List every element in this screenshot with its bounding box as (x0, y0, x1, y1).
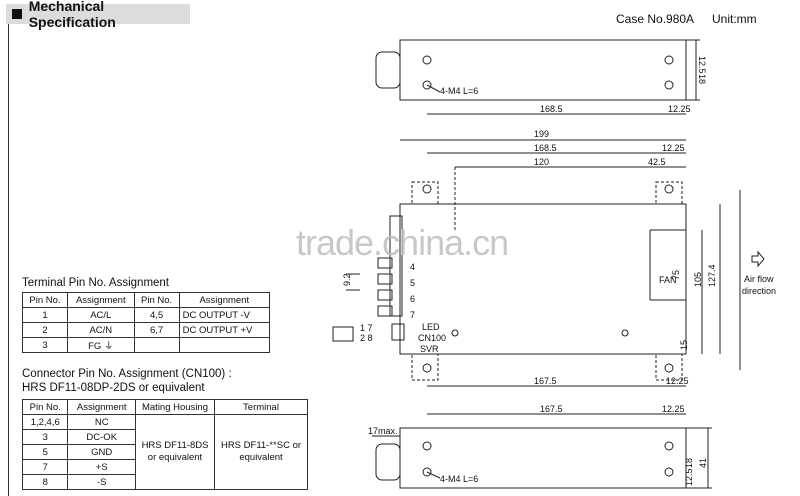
conn-pins-top: 1 7 (360, 323, 373, 333)
connector-title-1: Connector Pin No. Assignment (CN100) : (22, 368, 232, 380)
case-number: Case No.980A (616, 12, 695, 26)
terminal-block (389, 215, 403, 317)
dim-h15: 15 (679, 340, 689, 350)
watermark: trade.china.cn (296, 222, 509, 263)
top-screw-label: 4-M4 L=6 (440, 86, 478, 96)
top-view-fan-bump (375, 51, 401, 89)
table-row: 3 FG ⏚ (22, 337, 271, 353)
top-dim-offset: 12.25 (668, 104, 691, 114)
dim-h75: 75 (671, 270, 681, 280)
top-dim-h2: 18 (697, 74, 707, 84)
airflow-label-1: Air flow (744, 274, 774, 284)
main-view-body (399, 203, 687, 355)
screw-hole-icon (664, 80, 674, 90)
top-dim-width: 168.5 (540, 104, 563, 114)
dim-bottom: 167.5 (534, 376, 557, 386)
top-dim-h1: 12.5 (697, 56, 707, 74)
screw-hole-icon (422, 55, 432, 65)
dim-right: 42.5 (648, 157, 666, 167)
pin-label: 5 (410, 278, 415, 288)
cn100-label: CN100 (418, 333, 446, 343)
svr-label: SVR (420, 344, 439, 354)
dim-h127: 127.4 (707, 264, 717, 287)
fan-label: FAN (659, 275, 677, 285)
dim-inner: 120 (534, 157, 549, 167)
cell: 3 (22, 337, 68, 353)
table-row: 1 AC/L 4,5 DC OUTPUT -V (22, 307, 271, 323)
dim-bottom-edge: 12.25 (666, 376, 689, 386)
cell: -S (67, 474, 136, 490)
bottom-view (372, 413, 712, 489)
dim-edge: 12.25 (662, 143, 685, 153)
pin-label: 6 (410, 294, 415, 304)
screw-hole-icon (664, 55, 674, 65)
pin-label: 4 (410, 262, 415, 272)
dim-total: 199 (534, 129, 549, 139)
unit-label: Unit:mm (712, 12, 757, 26)
table-row: 3 DC-OK (21, 429, 308, 445)
housing-cell: HRS DF11-8DS or equivalent (135, 414, 215, 490)
bottom-dim-edge: 12.25 (662, 404, 685, 414)
cell (178, 337, 271, 353)
section-title: Mechanical Specification (28, 0, 116, 30)
arrow-right-icon (751, 250, 765, 268)
bottom-dim-width: 167.5 (540, 404, 563, 414)
table-row: 1,2,4,6 NC HRS DF11-8DS or equivalent HR… (21, 414, 308, 490)
conn-pins-bot: 2 8 (360, 333, 373, 343)
terminal-table-title: Terminal Pin No. Assignment (22, 277, 170, 289)
main-view (332, 139, 765, 387)
connector-table: Pin No. Assignment Mating Housing Termin… (21, 399, 308, 490)
dim-h105: 105 (693, 272, 703, 287)
th-terminal: Terminal (214, 399, 308, 415)
dim-holes: 168.5 (534, 143, 557, 153)
bottom-dim-h2: 18 (684, 458, 694, 468)
square-bullet-icon (12, 9, 22, 19)
bottom-dim-h3: 41 (698, 458, 708, 468)
left-border-line (8, 24, 9, 496)
terminal-cell: HRS DF11-**SC or equivalent (214, 414, 308, 490)
airflow-label-2: direction (742, 286, 776, 296)
table-row: 8 -S (21, 474, 308, 490)
pin-label: 7 (410, 310, 415, 320)
bottom-screw-label: 4-M4 L=6 (440, 474, 478, 484)
cell: 8 (21, 474, 69, 490)
terminal-table: Pin No. Assignment Pin No. Assignment 1 … (22, 292, 271, 353)
top-view (375, 39, 700, 115)
led-label: LED (422, 322, 440, 332)
cn100-connector-icon (332, 326, 354, 342)
screw-hole-icon (422, 80, 432, 90)
max-label: 17max. (368, 426, 398, 436)
section-title-bar: Mechanical Specification (6, 0, 190, 30)
bottom-dim-h1: 12.5 (684, 468, 694, 486)
connector-title-2: HRS DF11-08DP-2DS or equivalent (22, 382, 205, 394)
dim-92: 9.2 (342, 273, 352, 286)
